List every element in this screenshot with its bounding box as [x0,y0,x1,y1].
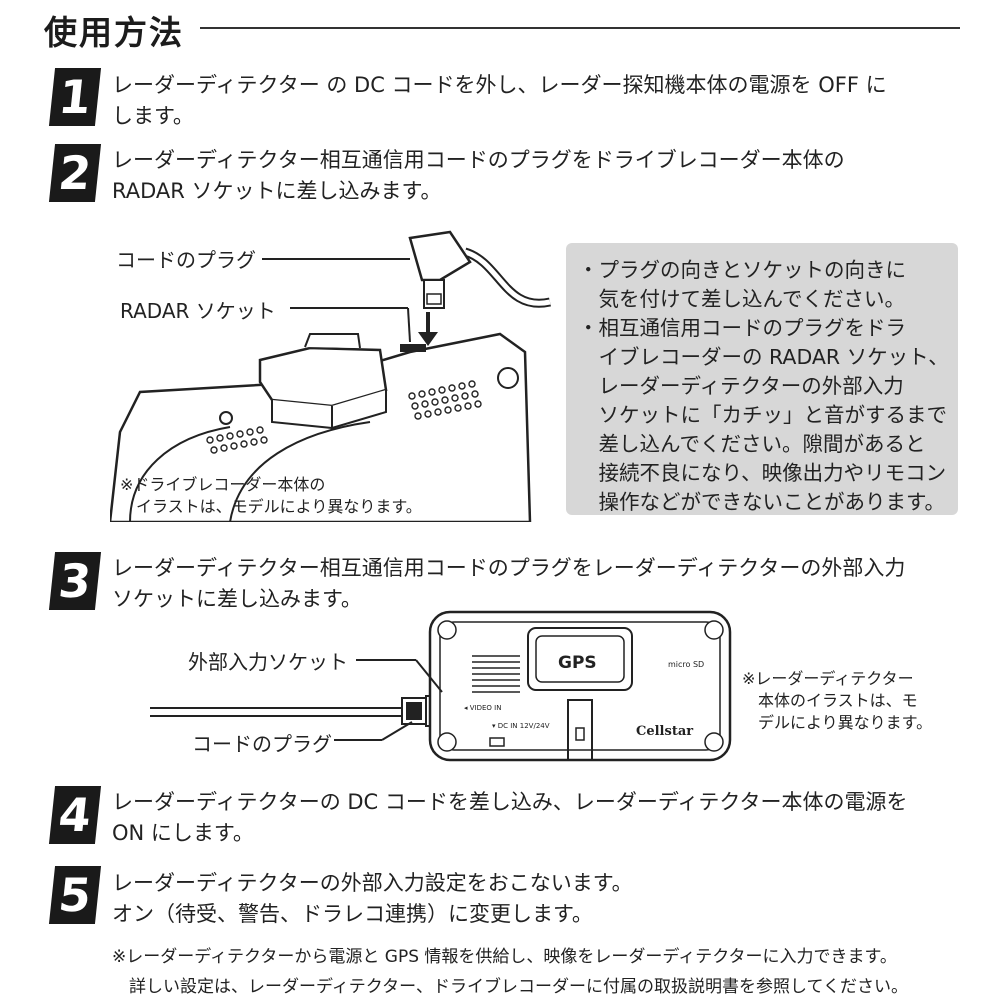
step-1-badge: 1 [48,68,102,126]
step-4-text: レーダーディテクターの DC コードを差し込み、レーダーディテクター本体の電源を… [112,790,908,845]
notice-box [566,243,958,515]
step-5-text: レーダーディテクターの外部入力設定をおこないます。 オン（待受、警告、ドラレコ連… [112,871,633,926]
device-dc-in-label: ▾ DC IN 12V/24V [492,722,550,730]
figure2-socket-label: 外部入力ソケット [188,650,348,674]
step-2-badge: 2 [48,144,102,202]
step-3-badge: 3 [48,552,102,610]
figure1-note: ※ドライブレコーダー本体の イラストは、モデルにより異なります。 [120,475,422,516]
section-title: 使用方法 [44,13,184,52]
step-1-text: レーダーディテクター の DC コードを外し、レーダー探知機本体の電源を OFF… [112,73,887,128]
figure1-socket-label: RADAR ソケット [120,299,276,323]
step-5-badge: 5 [48,866,102,924]
device-brand-logo: Cellstar [636,724,694,739]
figure1-plug-label: コードのプラグ [116,248,256,272]
device-video-in-label: ◂ VIDEO IN [464,704,502,712]
device-gps-label: GPS [558,653,597,673]
step-3-text: レーダーディテクター相互通信用コードのプラグをレーダーディテクターの外部入力 ソ… [112,556,906,611]
figure2-note: ※レーダーディテクター 本体のイラストは、モ デルにより異なります。 [742,669,933,732]
step-2-text: レーダーディテクター相互通信用コードのプラグをドライブレコーダー本体の RADA… [112,148,845,203]
title-divider [200,27,960,29]
device-microsd-label: micro SD [668,660,705,669]
notice-item-orientation: ・プラグの向きとソケットの向きに 気を付けて差し込んでください。 [578,258,906,311]
figure2-plug-label: コードのプラグ [192,732,332,756]
radar-detector-illustration [150,610,732,762]
notice-item-connection: ・相互通信用コードのプラグをドラ イブレコーダーの RADAR ソケット、 レー… [578,316,949,514]
step-4-badge: 4 [48,786,102,844]
drive-recorder-illustration [110,230,551,522]
footer-note: ※レーダーディテクターから電源と GPS 情報を供給し、映像をレーダーディテクタ… [112,947,908,997]
